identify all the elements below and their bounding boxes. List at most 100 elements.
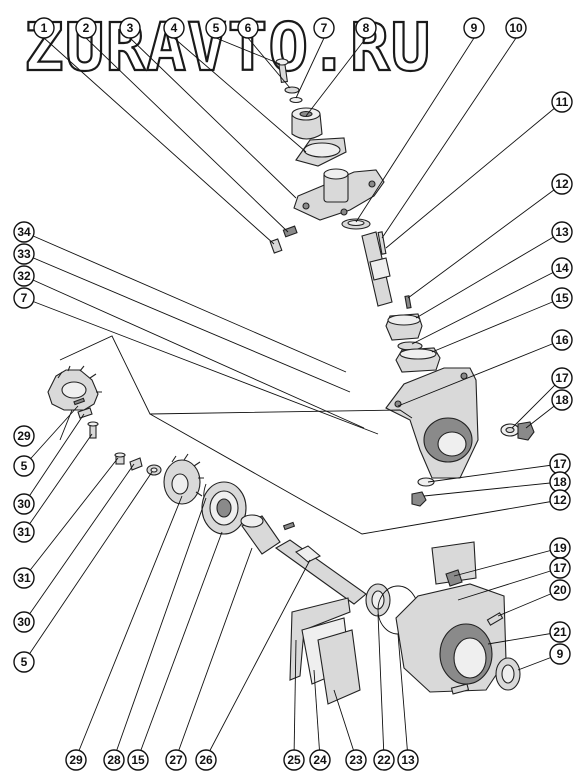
callout-29-left: 29 xyxy=(13,425,35,447)
part-washer-17b xyxy=(417,477,435,487)
svg-text:14: 14 xyxy=(555,261,569,275)
svg-text:34: 34 xyxy=(17,225,31,239)
part-key-12-lower xyxy=(282,521,296,531)
svg-text:18: 18 xyxy=(555,393,569,407)
part-bolt-31-upper xyxy=(87,421,99,439)
callout-17: 17 xyxy=(551,367,573,389)
part-gear-29 xyxy=(47,365,102,411)
callout-3: 3 xyxy=(119,17,141,39)
svg-text:10: 10 xyxy=(509,21,523,35)
part-ring-10 xyxy=(341,218,371,230)
part-seal-9 xyxy=(495,657,521,691)
svg-text:30: 30 xyxy=(17,615,31,629)
callout-26: 26 xyxy=(195,749,217,771)
part-plug-18b xyxy=(411,491,427,507)
svg-text:4: 4 xyxy=(171,21,178,35)
callout-1: 1 xyxy=(33,17,55,39)
callout-17-right: 17 xyxy=(549,453,571,475)
svg-text:29: 29 xyxy=(17,429,31,443)
callout-33: 33 xyxy=(13,243,35,265)
callout-13-bottom: 13 xyxy=(397,749,419,771)
part-gasket-23 xyxy=(317,629,361,705)
callout-12: 12 xyxy=(551,173,573,195)
callout-7-left: 7 xyxy=(13,287,35,309)
part-washer-30-lower xyxy=(129,457,143,471)
callout-9-lower: 9 xyxy=(549,643,571,665)
part-plug-18 xyxy=(517,421,535,441)
callout-15-bottom: 15 xyxy=(127,749,149,771)
part-housing-21 xyxy=(395,541,507,693)
callout-31-left-lower: 31 xyxy=(13,567,35,589)
callout-5-left: 5 xyxy=(13,455,35,477)
svg-text:22: 22 xyxy=(377,753,391,767)
part-bearing-13 xyxy=(385,313,423,341)
callout-5: 5 xyxy=(205,17,227,39)
callout-16: 16 xyxy=(551,329,573,351)
callout-13: 13 xyxy=(551,221,573,243)
part-shaft-26 xyxy=(274,539,367,605)
part-key-5-lower xyxy=(146,464,162,476)
svg-text:30: 30 xyxy=(17,497,31,511)
callout-27: 27 xyxy=(165,749,187,771)
callout-4: 4 xyxy=(163,17,185,39)
svg-text:31: 31 xyxy=(17,571,31,585)
svg-text:17: 17 xyxy=(555,371,569,385)
part-bolt-lower xyxy=(450,683,470,695)
svg-text:12: 12 xyxy=(553,493,567,507)
part-shaft-upper xyxy=(361,231,393,307)
svg-text:12: 12 xyxy=(555,177,569,191)
svg-text:32: 32 xyxy=(17,269,31,283)
callout-9: 9 xyxy=(463,17,485,39)
svg-text:1: 1 xyxy=(41,21,48,35)
part-stud-1 xyxy=(269,238,283,254)
part-bearing-15 xyxy=(395,347,441,373)
part-housing-3 xyxy=(293,168,385,221)
part-bearing-8 xyxy=(291,107,323,140)
part-pin-11 xyxy=(377,231,387,255)
callout-18: 18 xyxy=(551,389,573,411)
svg-text:27: 27 xyxy=(169,753,183,767)
svg-text:18: 18 xyxy=(553,475,567,489)
svg-text:3: 3 xyxy=(127,21,134,35)
callout-30-left-lower: 30 xyxy=(13,611,35,633)
callout-11: 11 xyxy=(551,91,573,113)
callout-32: 32 xyxy=(13,265,35,287)
svg-text:19: 19 xyxy=(553,541,567,555)
svg-text:24: 24 xyxy=(313,753,327,767)
svg-text:23: 23 xyxy=(349,753,363,767)
svg-text:8: 8 xyxy=(363,21,370,35)
callout-15: 15 xyxy=(551,287,573,309)
callout-12-right: 12 xyxy=(549,489,571,511)
callout-24: 24 xyxy=(309,749,331,771)
callout-10: 10 xyxy=(505,17,527,39)
callout-2: 2 xyxy=(75,17,97,39)
svg-text:28: 28 xyxy=(107,753,121,767)
part-housing-16 xyxy=(385,367,479,479)
part-sleeve-27 xyxy=(240,514,281,555)
callout-6: 6 xyxy=(237,17,259,39)
callout-8: 8 xyxy=(355,17,377,39)
svg-text:9: 9 xyxy=(471,21,478,35)
part-washer-7 xyxy=(284,86,300,94)
svg-text:7: 7 xyxy=(21,291,28,305)
svg-text:21: 21 xyxy=(553,625,567,639)
part-plug-19 xyxy=(445,569,463,587)
svg-text:17: 17 xyxy=(553,561,567,575)
svg-text:15: 15 xyxy=(131,753,145,767)
callout-31-left: 31 xyxy=(13,521,35,543)
callout-28: 28 xyxy=(103,749,125,771)
callout-5-left-lower: 5 xyxy=(13,651,35,673)
callout-23: 23 xyxy=(345,749,367,771)
svg-text:13: 13 xyxy=(555,225,569,239)
svg-text:15: 15 xyxy=(555,291,569,305)
svg-text:33: 33 xyxy=(17,247,31,261)
svg-text:16: 16 xyxy=(555,333,569,347)
part-bearing-15-lower xyxy=(201,481,247,535)
part-key-5-upper xyxy=(73,397,86,406)
callout-7: 7 xyxy=(313,17,335,39)
svg-text:6: 6 xyxy=(245,21,252,35)
part-washer-17 xyxy=(500,423,520,437)
part-washer-30-upper xyxy=(77,407,93,419)
callout-19: 19 xyxy=(549,537,571,559)
